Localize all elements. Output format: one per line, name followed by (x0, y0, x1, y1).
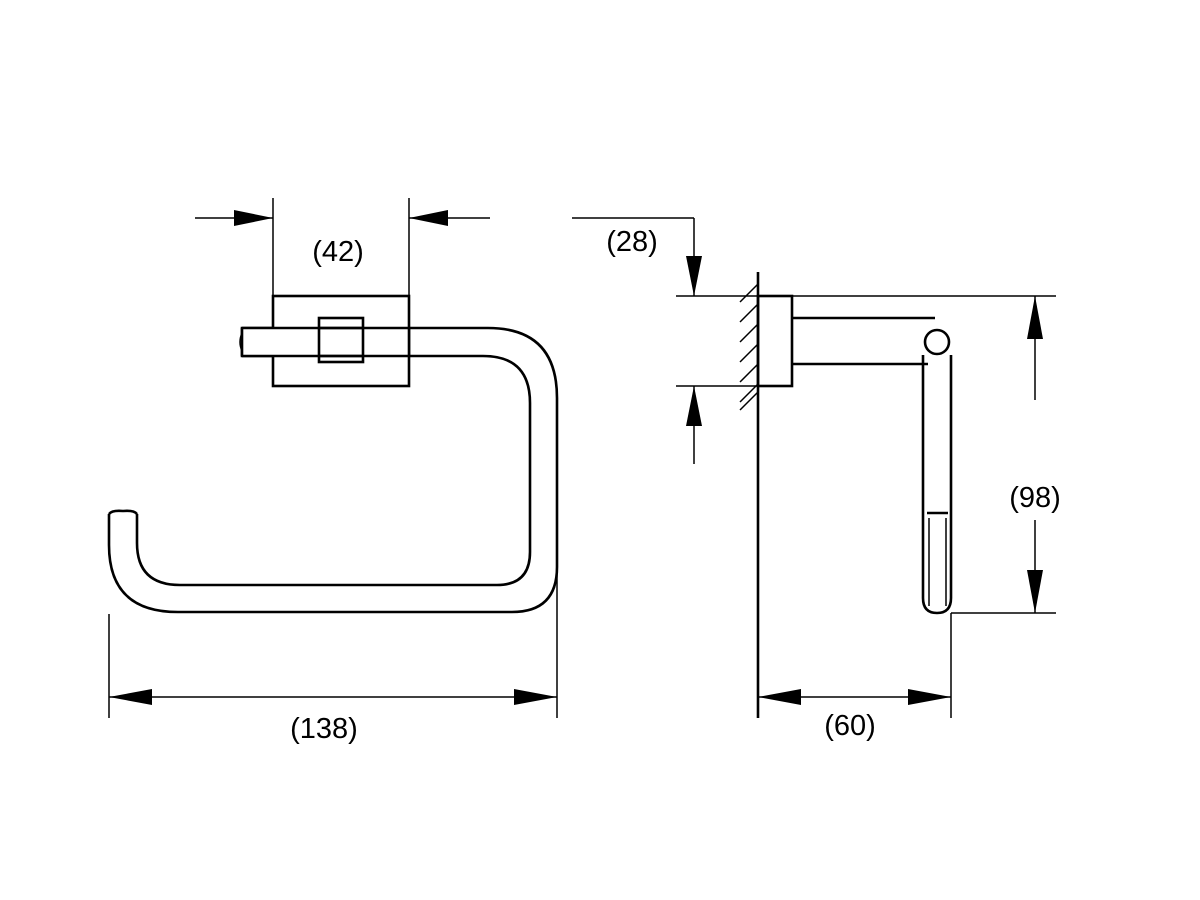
side-view: (28) (98) (60) (572, 217, 1061, 742)
dim-98-arrow-top (1027, 296, 1043, 339)
dim-42-label: (42) (312, 236, 364, 268)
side-mount-block (756, 294, 794, 388)
dim-98-arrow-bottom (1027, 570, 1043, 613)
dim-28-label: (28) (606, 226, 658, 258)
dim-60-arrow-left (758, 689, 801, 705)
dim-42-arrow-left (234, 210, 273, 226)
front-wall-plate (240, 294, 411, 388)
dim-60: (60) (758, 613, 952, 742)
dim-42-arrow-right (409, 210, 448, 226)
dim-60-arrow-right (908, 689, 951, 705)
dim-98-label: (98) (1009, 482, 1061, 514)
front-view: (42) (138) (107, 198, 559, 745)
side-wall (739, 272, 760, 718)
dim-28-arrow-top (686, 256, 702, 296)
side-ring (921, 328, 953, 615)
dim-60-label: (60) (824, 710, 876, 742)
dim-28-arrow-bottom (686, 386, 702, 426)
dim-138: (138) (108, 398, 558, 745)
dim-42: (42) (195, 198, 490, 296)
dim-98: (98) (792, 295, 1061, 614)
dim-138-label: (138) (290, 713, 358, 745)
side-arm (792, 316, 935, 366)
dim-138-arrow-left (109, 689, 152, 705)
dim-28: (28) (572, 217, 758, 464)
dim-138-arrow-right (514, 689, 557, 705)
